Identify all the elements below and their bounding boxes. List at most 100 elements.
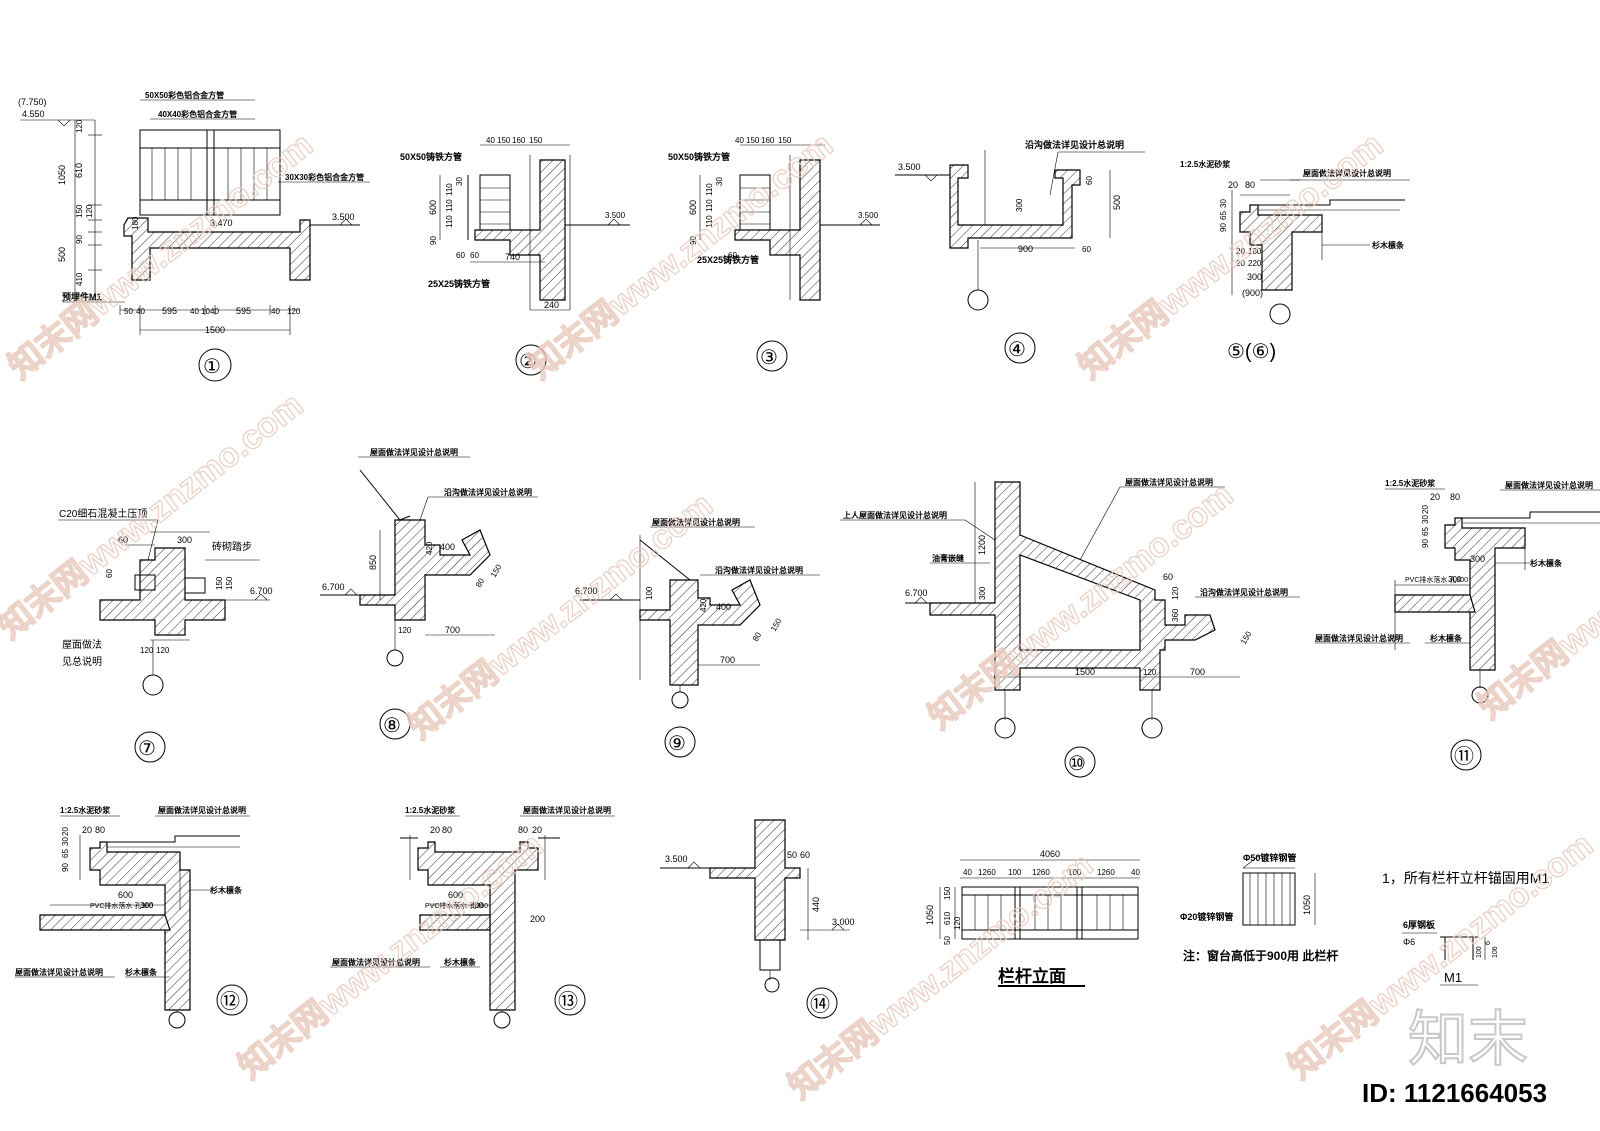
d13-note-purlin: 杉木檩条 — [444, 957, 477, 967]
detail-14 — [660, 819, 850, 1019]
d11-dim-90: 90 — [1421, 539, 1430, 548]
d2-dim-150a: 150 — [497, 136, 511, 145]
rail-dim-150: 150 — [943, 886, 952, 900]
d10-dim-150: 150 — [1239, 629, 1254, 646]
rail-dim-40b: 40 — [1131, 868, 1140, 877]
detail-10 — [840, 481, 1300, 778]
d12-note-roof2: 屋面做法详见设计总说明 — [15, 967, 103, 977]
d9-dim-700: 700 — [720, 655, 735, 665]
d5-note-purlin: 杉木檩条 — [1372, 240, 1405, 250]
rail-dim-100a: 100 — [1008, 868, 1022, 877]
rail-dim-120: 120 — [953, 916, 962, 930]
d14-elev-3000: 3.000 — [832, 917, 855, 927]
detail-8 — [320, 456, 538, 740]
rail-dim-100b: 100 — [1068, 868, 1082, 877]
d10-note-sealant: 油膏嵌缝 — [932, 553, 964, 563]
d12-dim-300: 300 — [140, 901, 154, 910]
d7-dim-120a: 120 — [140, 646, 154, 655]
d3-elev-3500: 3.500 — [858, 211, 879, 220]
d4-dim-900: 900 — [1018, 244, 1033, 254]
d4-elev-3500: 3.500 — [898, 162, 921, 172]
d1-dim-410: 410 — [75, 272, 84, 286]
railing-title: 栏杆立面 — [998, 966, 1066, 986]
d2-dim-240: 240 — [544, 300, 559, 310]
d5-dim-90: 90 — [1219, 223, 1228, 232]
d7-dim-150b: 150 — [225, 576, 234, 590]
d4-note-gutter: 沿沟做法详见设计总说明 — [1025, 139, 1124, 150]
d7-note-roof2: 见总说明 — [62, 655, 102, 668]
railing-elevation — [939, 859, 1140, 987]
d10-dim-360: 360 — [1171, 608, 1180, 622]
detail-12 — [15, 815, 250, 1029]
d3-dim-600: 600 — [688, 200, 698, 215]
d12-note-pvc: PVC排水落水 孔300 — [90, 901, 153, 910]
rail-dim-610: 610 — [943, 911, 952, 925]
d5-dim-220: 220 — [1248, 259, 1262, 268]
d8-dim-850: 850 — [368, 555, 378, 570]
d1-note-m1: 预埋件M1 — [62, 291, 102, 302]
d5-dim-20c: 20 — [1236, 259, 1245, 268]
d14-dim-440: 440 — [811, 897, 821, 912]
d11-dim-300b: 300 — [1448, 575, 1462, 584]
d1-dim-50: 50 — [124, 307, 133, 316]
detail-label-1: ① — [203, 356, 221, 378]
rail-dim-1260b: 1260 — [1032, 868, 1050, 877]
pipe-note-20: Φ20镀锌钢管 — [1180, 911, 1233, 922]
d13-dim-300: 300 — [470, 901, 484, 910]
d8-dim-420: 420 — [425, 541, 434, 555]
d11-note-mortar: 1:2.5水泥砂浆 — [1385, 478, 1436, 488]
d2-dim-150b: 150 — [529, 136, 543, 145]
d1-dim-120c: 120 — [287, 307, 301, 316]
d2-note-50x50: 50X50铸铁方管 — [400, 151, 462, 162]
d13-dim-80a: 80 — [442, 825, 452, 835]
d3-dim-60: 60 — [728, 251, 737, 260]
d11-dim-300a: 300 — [1470, 554, 1485, 564]
rail-dim-40a: 40 — [963, 868, 972, 877]
d8-dim-700: 700 — [445, 625, 460, 635]
d2-dim-60b: 60 — [470, 251, 479, 260]
d5-note-mortar: 1:2.5水泥砂浆 — [1180, 159, 1231, 169]
d1-dim-120a: 120 — [75, 119, 84, 133]
d14-elev-3500: 3.500 — [665, 854, 688, 864]
id-text: ID: 1121664053 — [1362, 1078, 1547, 1108]
d8-dim-400: 400 — [440, 542, 455, 552]
d13-dim-600: 600 — [448, 890, 463, 900]
detail-7 — [58, 519, 270, 763]
m1-dim-106: 106 — [1492, 946, 1499, 958]
d9-note-roof: 屋面做法详见设计总说明 — [652, 517, 740, 527]
d1-dim-150: 150 — [75, 204, 84, 218]
d5-dim-20b: 20 — [1236, 247, 1245, 256]
d7-dim-60b: 60 — [105, 569, 114, 578]
logo-mark: 知末 — [1408, 1006, 1528, 1073]
d14-dim-50: 50 — [787, 850, 797, 860]
d7-note-roof1: 屋面做法 — [62, 638, 102, 651]
detail-9 — [580, 526, 820, 758]
d5-dim-900: (900) — [1242, 288, 1263, 298]
d10-note-roof: 屋面做法详见设计总说明 — [1125, 477, 1213, 487]
detail-label-13: ⑬ — [558, 990, 578, 1013]
d11-note-purlin: 杉木檩条 — [1530, 558, 1563, 568]
d1-dim-40c: 40 — [210, 307, 219, 316]
d5-dim-80: 80 — [1245, 180, 1255, 190]
d1-dim-120b: 120 — [85, 204, 94, 218]
d9-dim-420: 420 — [699, 598, 708, 612]
d8-note-roof: 屋面做法详见设计总说明 — [370, 447, 458, 457]
d12-dim-20b: 20 — [61, 827, 70, 836]
d4-dim-300: 300 — [1015, 198, 1024, 212]
d10-dim-1500: 1500 — [1075, 667, 1095, 677]
d8-dim-120: 120 — [398, 626, 412, 635]
detail-11 — [1315, 488, 1600, 771]
d1-dim-1050: 1050 — [57, 165, 67, 185]
d12-dim-80: 80 — [95, 825, 105, 835]
d10-dim-120a: 120 — [1171, 586, 1180, 600]
d3-dim-110a: 110 — [705, 183, 714, 196]
d1-note-50x50: 50X50彩色铝合金方管 — [145, 90, 224, 100]
d3-dim-150a: 150 — [746, 136, 760, 145]
d2-note-25x25: 25X25铸铁方管 — [428, 278, 490, 289]
detail-label-2: ② — [519, 351, 537, 373]
d13-note-roof2: 屋面做法详见设计总说明 — [332, 957, 420, 967]
d13-note-roof: 屋面做法详见设计总说明 — [523, 805, 611, 815]
d5-note-roof: 屋面做法详见设计总说明 — [1303, 168, 1391, 178]
d5-dim-30: 30 — [1219, 199, 1228, 208]
